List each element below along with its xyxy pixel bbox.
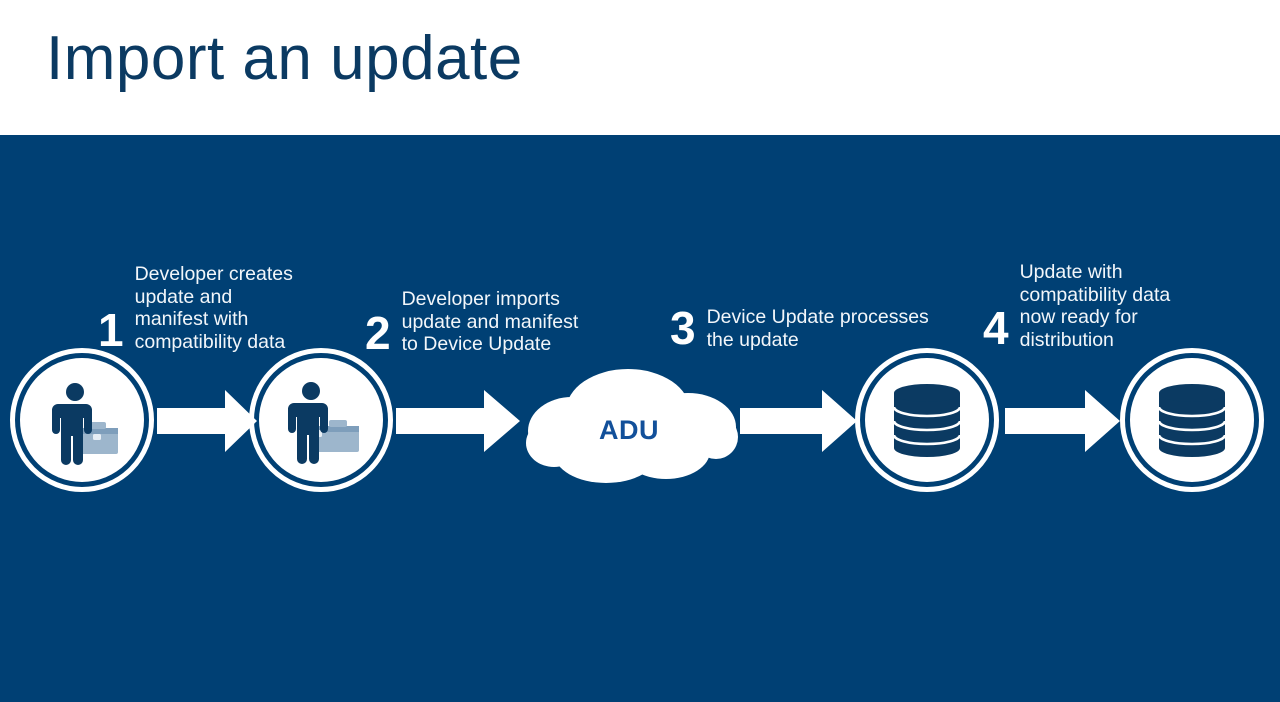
node-circle-database-2 (1120, 348, 1264, 492)
cloud-node-adu: ADU (520, 365, 738, 489)
node-circle-developer-2 (249, 348, 393, 492)
arrow-3-to-4 (1005, 390, 1120, 452)
node-circle-inner (865, 358, 989, 482)
person-with-briefcase-icon (288, 382, 359, 464)
step-label-3: 3 Device Update processes the update (670, 305, 929, 351)
page-title: Import an update (46, 24, 523, 93)
node-circle-developer-1 (10, 348, 154, 492)
step-number-4: 4 (983, 302, 1009, 354)
arrow-cloud-to-3 (740, 390, 857, 452)
step-label-4: 4 Update with compatibility data now rea… (983, 261, 1170, 351)
step-text-1: Developer creates update and manifest wi… (134, 263, 293, 353)
title-area: Import an update (0, 0, 1280, 135)
step-number-2: 2 (365, 306, 391, 359)
cloud-shape (526, 369, 738, 483)
step-label-1: 1 Developer creates update and manifest … (98, 263, 293, 353)
right-arrow-icon (396, 390, 520, 452)
arrow-2-to-cloud (396, 390, 520, 452)
right-arrow-icon (157, 390, 257, 452)
person-with-briefcase-icon (52, 383, 118, 465)
database-icon (892, 384, 962, 457)
step-text-4: Update with compatibility data now ready… (1019, 261, 1171, 351)
node-circle-database-1 (855, 348, 999, 492)
right-arrow-icon (740, 390, 857, 452)
node-circle-inner (1130, 358, 1254, 482)
step-number-1: 1 (98, 304, 124, 356)
step-text-2: Developer imports update and manifest to… (401, 288, 579, 355)
node-circle-inner (20, 358, 144, 482)
cloud-label-adu: ADU (599, 415, 659, 445)
step-label-2: 2 Developer imports update and manifest … (365, 288, 578, 356)
right-arrow-icon (1005, 390, 1120, 452)
step-text-3: Device Update processes the update (706, 306, 929, 351)
step-number-3: 3 (670, 302, 696, 354)
arrow-1-to-2 (157, 390, 257, 452)
node-circle-inner (259, 358, 383, 482)
database-icon (1157, 384, 1227, 457)
